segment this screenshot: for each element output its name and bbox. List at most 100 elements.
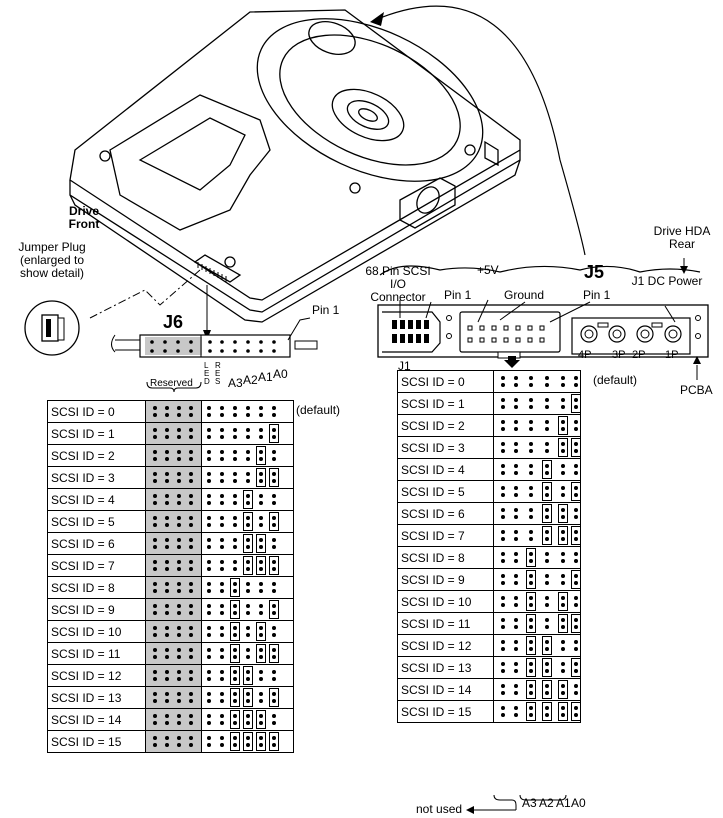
table-row: SCSI ID = 15 xyxy=(397,700,581,723)
pin-dot xyxy=(561,625,565,629)
pin-dot xyxy=(259,538,263,542)
pin-dot xyxy=(529,552,533,556)
pin-dot xyxy=(189,450,193,454)
pin-dot xyxy=(220,721,224,725)
pin-dot xyxy=(189,428,193,432)
pin-dot xyxy=(153,567,157,571)
pin-dot xyxy=(246,648,250,652)
pin-dot xyxy=(233,545,237,549)
pin-dot xyxy=(153,670,157,674)
hda-rear-outline xyxy=(379,265,701,276)
pin-dot xyxy=(153,516,157,520)
jumper-shunt xyxy=(542,636,552,655)
pin-dot xyxy=(246,406,250,410)
header-pin xyxy=(220,349,224,353)
pin-dot xyxy=(561,515,565,519)
pin-dot xyxy=(177,523,181,527)
pin-dot xyxy=(165,611,169,615)
pin-dot xyxy=(272,567,276,571)
header-pin xyxy=(259,340,263,344)
pin-dot xyxy=(574,420,578,424)
jumper-shunt xyxy=(243,512,253,531)
pin-dot xyxy=(207,428,211,432)
header-pin xyxy=(246,349,250,353)
pin-dot xyxy=(272,582,276,586)
reserved-area xyxy=(146,577,201,598)
pin-dot xyxy=(574,493,578,497)
pin-dot xyxy=(259,457,263,461)
pin-dot xyxy=(529,427,533,431)
j6-header-pins xyxy=(150,340,276,353)
header-pin xyxy=(491,325,497,331)
pin-dot xyxy=(529,691,533,695)
pin-dot xyxy=(529,471,533,475)
drive-top-plate xyxy=(69,9,521,301)
jumper-shunt xyxy=(542,658,552,677)
pin-dot xyxy=(153,479,157,483)
pin-dot xyxy=(529,383,533,387)
pin-dot xyxy=(233,736,237,740)
j5-label: J5 xyxy=(584,262,605,282)
pin-dot xyxy=(545,464,549,468)
pin-dot xyxy=(259,472,263,476)
reserved-area xyxy=(146,731,201,752)
pin-dot xyxy=(529,713,533,717)
pin-dot xyxy=(189,494,193,498)
pin-dot xyxy=(501,647,505,651)
pin-dot xyxy=(561,486,565,490)
pin-dot xyxy=(246,589,250,593)
pin-dot xyxy=(501,706,505,710)
pin-cell xyxy=(493,546,581,569)
pin-dot xyxy=(165,567,169,571)
pin-dot xyxy=(189,582,193,586)
pin-dot xyxy=(561,493,565,497)
pin-dot xyxy=(233,435,237,439)
pin-dot xyxy=(153,611,157,615)
pin-cell xyxy=(145,708,294,731)
header-pin xyxy=(539,325,545,331)
pin-dot xyxy=(545,486,549,490)
pin-dot xyxy=(233,413,237,417)
jumper-shunt xyxy=(558,702,568,721)
pin-dot xyxy=(514,383,518,387)
pin-dot xyxy=(177,736,181,740)
pin-dot xyxy=(272,457,276,461)
pin-dot xyxy=(233,611,237,615)
pin-dot xyxy=(514,552,518,556)
j5-a3-label: A3 xyxy=(522,796,537,810)
j5-header-pins xyxy=(467,325,545,343)
table-row: SCSI ID = 11 xyxy=(397,612,581,635)
pin-dot xyxy=(220,626,224,630)
pin-dot xyxy=(561,405,565,409)
pin-dot xyxy=(153,626,157,630)
jumper-shunt xyxy=(571,526,581,545)
pin-dot xyxy=(220,582,224,586)
pin-dot xyxy=(189,457,193,461)
pin-dot xyxy=(545,515,549,519)
pin-dot xyxy=(165,670,169,674)
pin-dot xyxy=(514,537,518,541)
pin-dot xyxy=(545,508,549,512)
jumper-shunt xyxy=(571,438,581,457)
pin-dot xyxy=(246,655,250,659)
header-pin xyxy=(539,337,545,343)
header-pin xyxy=(527,325,533,331)
pin-dot xyxy=(574,691,578,695)
pin-dot xyxy=(246,699,250,703)
jumper-shunt xyxy=(230,622,240,641)
pin-dot xyxy=(220,501,224,505)
pin-dot xyxy=(529,486,533,490)
pin-dot xyxy=(189,516,193,520)
jumper-shunt xyxy=(243,556,253,575)
pin-dot xyxy=(153,699,157,703)
pin-dot xyxy=(514,405,518,409)
j6-a1-label: A1 xyxy=(258,370,273,384)
scsi-id-label: SCSI ID = 0 xyxy=(397,370,494,393)
pin-dot xyxy=(189,560,193,564)
pin-dot xyxy=(153,450,157,454)
pin-dot xyxy=(177,494,181,498)
pin-dot xyxy=(165,545,169,549)
pin-dot xyxy=(501,618,505,622)
pin-dot xyxy=(220,450,224,454)
scsi-id-label: SCSI ID = 10 xyxy=(47,620,146,643)
